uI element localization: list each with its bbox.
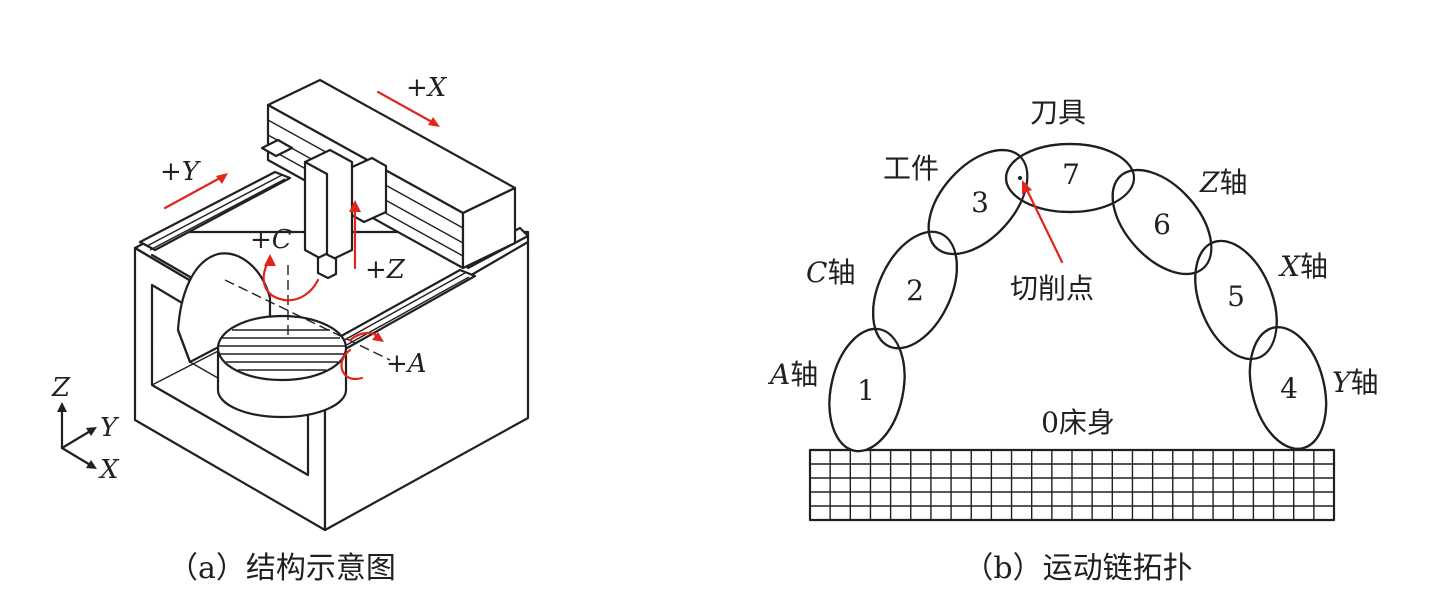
plus-a-arrowhead — [372, 332, 384, 342]
link-number-3: 3 — [971, 186, 989, 219]
plus-c-arrow-arc — [262, 260, 320, 302]
link-number-5: 5 — [1227, 280, 1245, 313]
triad-label-y: Y — [100, 413, 120, 443]
label-y-axis: Y轴 — [1332, 366, 1379, 399]
label-c-axis: C轴 — [806, 256, 855, 289]
panel-b-kinematic-chain: 1 2 3 4 5 6 7 A轴 C轴 工件 刀具 Z轴 X轴 Y轴 0床身 切… — [767, 96, 1379, 586]
c-axis-rotary-table — [216, 314, 348, 419]
label-plus-c: +C — [250, 225, 292, 255]
cutting-point-marker — [1018, 176, 1064, 264]
label-cutting-point: 切削点 — [1010, 272, 1094, 305]
link-number-4: 4 — [1280, 372, 1298, 405]
label-plus-z: +Z — [365, 255, 406, 285]
caption-b: （b）运动链拓扑 — [963, 551, 1192, 586]
triad-label-x: X — [98, 455, 120, 485]
plus-z-arrowhead — [349, 200, 361, 212]
link-number-1: 1 — [857, 374, 875, 407]
coordinate-triad: Z Y X — [51, 373, 120, 485]
triad-label-z: Z — [51, 373, 71, 403]
plus-x-arrow-line — [376, 90, 434, 124]
plus-y-arrow-line — [163, 176, 222, 210]
plus-a-arrow-arc-lower — [340, 348, 364, 381]
label-z-axis: Z轴 — [1199, 166, 1247, 199]
label-workpiece: 工件 — [883, 152, 939, 185]
label-plus-x: +X — [406, 73, 448, 103]
motion-arrows — [163, 90, 440, 381]
label-plus-a: +A — [386, 349, 427, 379]
label-tool: 刀具 — [1030, 96, 1086, 129]
bed-grid — [808, 448, 1336, 522]
link-number-2: 2 — [906, 274, 924, 307]
caption-a: （a）结构示意图 — [168, 551, 396, 586]
plus-x-arrowhead — [428, 117, 440, 127]
gantry-beam — [260, 78, 517, 270]
link-number-7: 7 — [1062, 158, 1080, 191]
label-a-axis: A轴 — [767, 358, 818, 391]
link-number-6: 6 — [1153, 208, 1171, 241]
label-x-axis: X轴 — [1278, 250, 1328, 283]
plus-c-arrowhead — [264, 254, 276, 266]
spindle-head — [303, 148, 388, 280]
plus-y-arrowhead — [216, 173, 228, 184]
chain-links — [828, 142, 1328, 453]
panel-a-structure-diagram: +X +Y +C +Z +A Z Y X （a）结构示意图 — [51, 73, 530, 586]
y-rail-left — [138, 170, 292, 252]
label-bed: 0床身 — [1041, 406, 1115, 439]
label-plus-y: +Y — [160, 157, 202, 187]
